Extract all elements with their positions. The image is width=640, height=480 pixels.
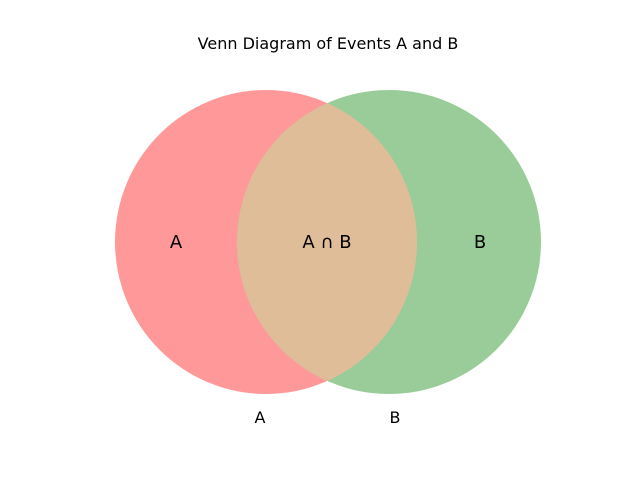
diagram-title: Venn Diagram of Events A and B <box>198 34 459 53</box>
set-label-b: B <box>390 408 401 427</box>
set-label-a: A <box>255 408 266 427</box>
region-label-only-b: B <box>474 232 486 253</box>
region-label-only-a: A <box>170 232 183 253</box>
intersection-region <box>237 90 417 394</box>
region-label-intersection: A ∩ B <box>302 232 351 253</box>
